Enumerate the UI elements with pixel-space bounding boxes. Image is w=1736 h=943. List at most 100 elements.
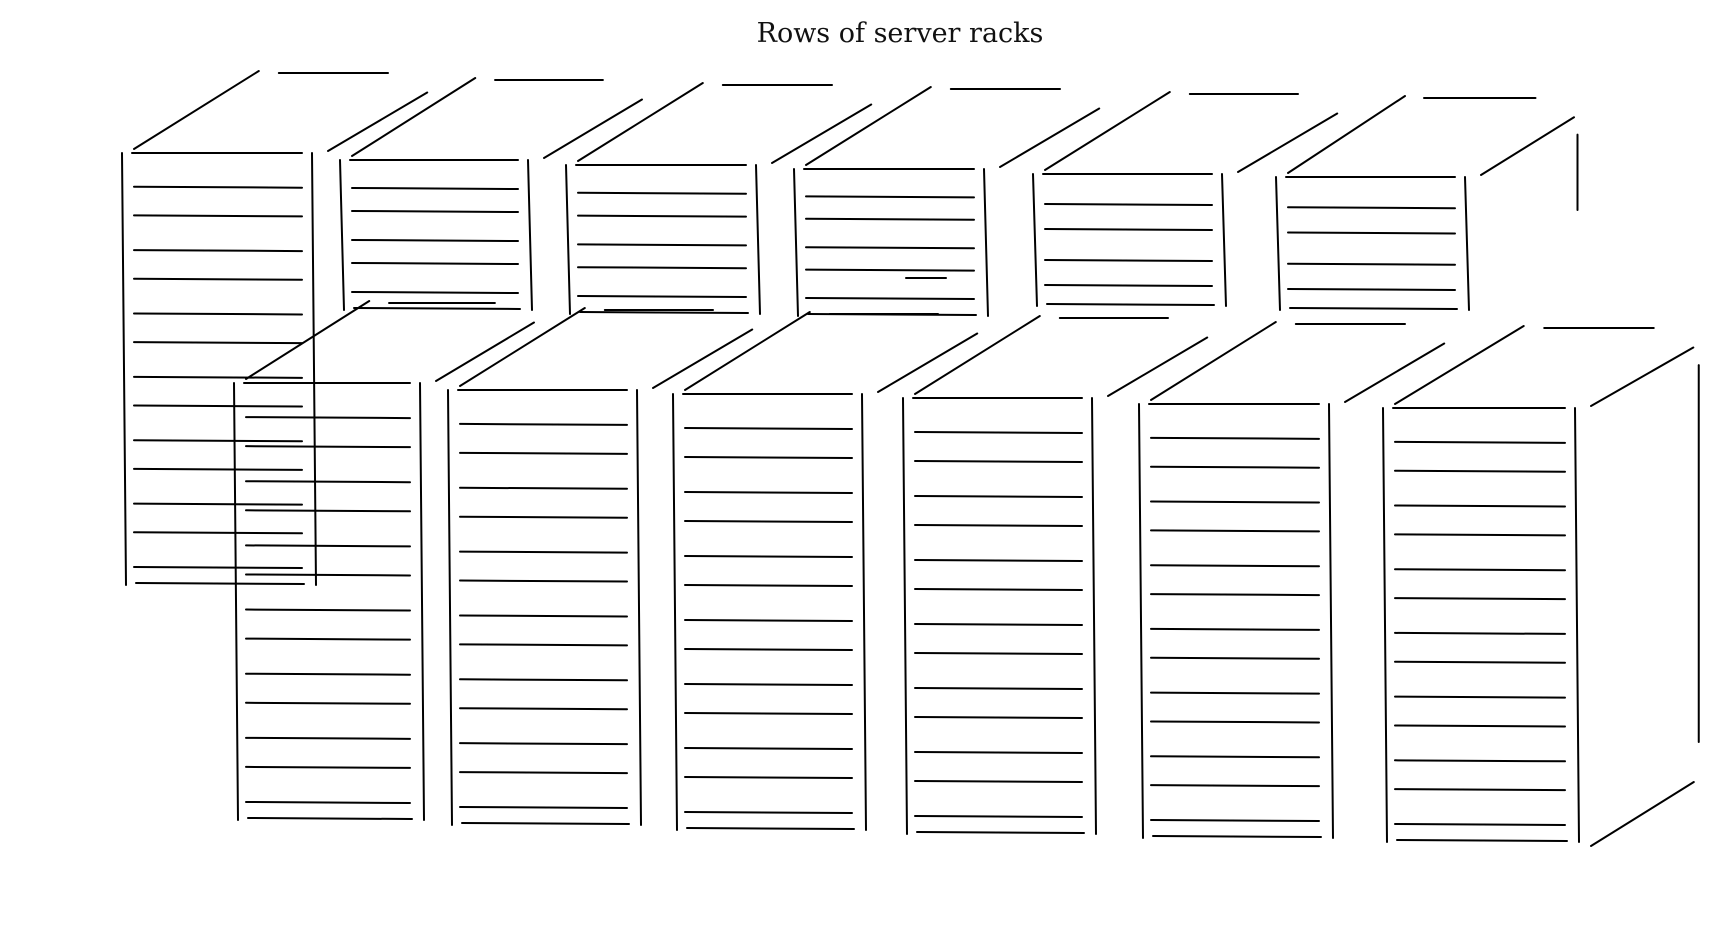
rack-drawer-line [684, 555, 853, 558]
rack-drawer-line [684, 747, 853, 750]
rack-drawer-line [133, 566, 303, 569]
rack-top-left-edge [459, 307, 586, 387]
rack-drawer-line [1150, 500, 1320, 504]
rack-front-right-edge [1091, 397, 1097, 835]
rack-top-left-edge [577, 82, 704, 162]
rack-drawer-line [1150, 529, 1320, 533]
rack-drawer-line [1287, 288, 1456, 291]
rack-side-bottom-edge [1590, 781, 1695, 847]
rack-top-left-edge [351, 77, 477, 157]
rack-drawer-line [245, 480, 411, 484]
rack-front-bottom-edge [1046, 303, 1215, 306]
rack-front-bottom-edge [247, 817, 413, 820]
rack-drawer-line [1394, 568, 1566, 572]
rack-drawer-line [459, 515, 628, 519]
rack-drawer-line [684, 776, 853, 779]
rack-front-left-edge [1032, 173, 1038, 307]
rack-drawer-line [351, 291, 519, 294]
rack-drawer-line [459, 806, 628, 809]
rack-drawer-line [684, 456, 853, 459]
rack-drawer-line [1150, 720, 1320, 724]
rack-front-left-edge [121, 152, 127, 586]
rack-top-right-edge [435, 321, 535, 382]
rack-drawer-line [351, 210, 519, 213]
rack-drawer-line [914, 623, 1083, 626]
rack-top-left-edge [1394, 325, 1525, 405]
rack-drawer-line [133, 375, 303, 379]
rack-drawer-line [1044, 203, 1213, 206]
rack-drawer-line [245, 736, 411, 740]
rack-drawer-line [1150, 784, 1320, 788]
rack-drawer-line [133, 185, 303, 189]
rack-drawer-line [1394, 440, 1566, 444]
back-server-rack-2 [339, 77, 643, 311]
rack-drawer-line [914, 652, 1083, 655]
rack-top-right-edge [327, 91, 429, 152]
rack-front-right-edge [1221, 173, 1227, 307]
rack-drawer-line [684, 712, 853, 715]
front-server-rack-1 [233, 300, 535, 821]
rack-drawer-line [914, 460, 1083, 463]
rack-top-left-edge [684, 311, 811, 391]
rack-drawer-line [914, 780, 1083, 783]
rack-drawer-line [914, 495, 1083, 498]
rack-drawer-line [459, 643, 628, 647]
rack-drawer-line [684, 811, 853, 814]
rack-drawer-line [1394, 660, 1566, 664]
rack-drawer-line [805, 195, 975, 199]
rack-drawer-line [245, 637, 411, 641]
rack-drawer-line [1394, 759, 1566, 763]
rack-drawer-line [245, 608, 411, 612]
rack-drawer-line [133, 404, 303, 408]
rack-drawer-line [1150, 564, 1320, 568]
rack-front-right-edge [1574, 407, 1580, 843]
rack-front-right-edge [527, 159, 533, 311]
rack-drawer-line [1150, 627, 1320, 631]
rack-drawer-line [1394, 469, 1566, 473]
rack-drawer-line [1394, 788, 1566, 792]
rack-front-right-edge [755, 164, 761, 315]
rack-drawer-line [1150, 593, 1320, 597]
rack-drawer-line [684, 683, 853, 686]
rack-drawer-line [1150, 465, 1320, 469]
rack-top-right-edge [1590, 346, 1695, 407]
rack-top-left-edge [1044, 91, 1171, 171]
rack-top-right-edge [771, 103, 873, 164]
rack-drawer-line [1044, 284, 1213, 287]
front-server-rack-6 [1382, 325, 1700, 847]
rack-drawer-line [245, 416, 411, 420]
rack-drawer-line [577, 191, 747, 195]
rack-drawer-line [459, 614, 628, 618]
rack-top-left-edge [805, 86, 932, 166]
back-server-rack-3 [565, 82, 873, 315]
rack-drawer-line [1044, 259, 1213, 262]
rack-drawer-line [1150, 755, 1320, 759]
rack-drawer-line [459, 486, 628, 490]
rack-drawer-line [805, 297, 975, 300]
rack-front-right-edge [1328, 403, 1334, 839]
rack-drawer-line [805, 246, 975, 250]
rack-drawer-line [1150, 691, 1320, 695]
rack-drawer-line [684, 619, 853, 622]
rack-drawer-line [1394, 724, 1566, 728]
front-server-rack-5 [1138, 321, 1446, 839]
rack-drawer-line [245, 672, 411, 676]
rack-top-right-edge [1480, 116, 1575, 176]
rack-drawer-line [805, 217, 975, 221]
rack-drawer-line [245, 801, 411, 804]
rack-front-left-edge [1138, 403, 1144, 839]
rack-drawer-line [459, 579, 628, 583]
back-server-rack-1 [121, 70, 429, 586]
rack-drawer-line [133, 467, 303, 471]
rack-drawer-line [914, 588, 1083, 591]
rack-drawer-line [245, 509, 411, 513]
rack-front-bottom-edge [916, 831, 1085, 834]
rack-drawer-line [351, 239, 519, 242]
rack-drawer-line [351, 262, 519, 265]
rack-drawer-line [1044, 228, 1213, 231]
rack-drawer-line [351, 187, 519, 190]
rack-top-right-edge [999, 107, 1101, 168]
rack-drawer-line [133, 502, 303, 506]
rack-drawer-line [245, 544, 411, 548]
rack-drawer-line [245, 701, 411, 705]
